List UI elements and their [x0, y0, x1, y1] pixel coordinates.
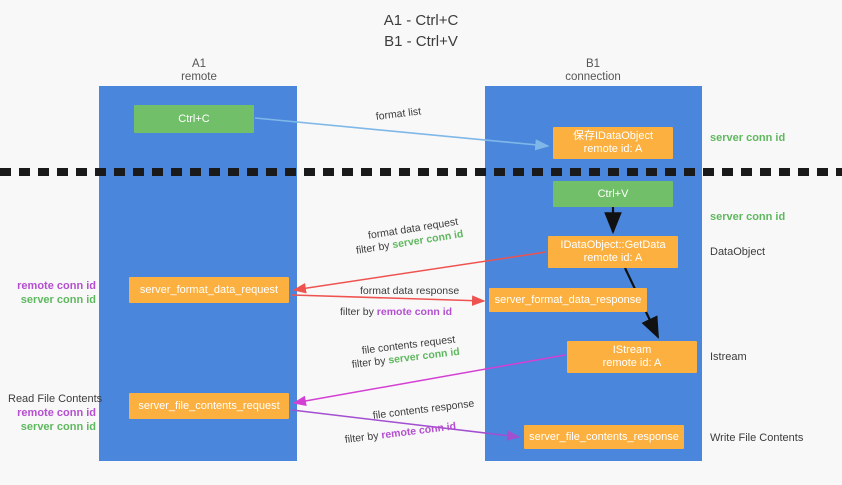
label-write-file-contents: Write File Contents [710, 432, 804, 444]
label-server-conn-id-mid: server conn id [710, 211, 786, 223]
node-ctrl-v-label: Ctrl+V [597, 187, 629, 200]
node-server-format-data-request[interactable]: server_format_data_request [129, 277, 289, 303]
node-server-format-data-response[interactable]: server_format_data_response [489, 288, 647, 312]
node-ctrl-c[interactable]: Ctrl+C [134, 105, 254, 133]
label-remote-conn-id-format: remote conn id [17, 280, 96, 292]
node-getdata-line1: IDataObject::GetData [560, 239, 666, 251]
label-remote-conn-id-file: remote conn id [17, 407, 96, 419]
node-idataobject-getdata[interactable]: IDataObject::GetData remote id: A [548, 236, 678, 268]
node-istream-line2: remote id: A [602, 357, 662, 369]
label-left-conn-ids-format: remote conn id server conn id [8, 279, 96, 307]
filter-prefix: filter by [351, 354, 390, 371]
column-header-b1-name: B1 [585, 58, 601, 70]
label-server-conn-id-format: server conn id [20, 294, 96, 306]
filter-prefix: filter by [355, 239, 394, 257]
node-server-file-contents-request[interactable]: server_file_contents_request [129, 393, 289, 419]
title-line-2: B1 - Ctrl+V [384, 33, 458, 50]
filter-value-remote-conn-id: remote conn id [376, 306, 453, 318]
label-left-read-file-block: Read File Contents remote conn id server… [8, 392, 103, 434]
node-idataobject[interactable]: 保存IDataObject remote id: A [553, 127, 673, 159]
node-idataobject-line1: 保存IDataObject [572, 130, 654, 142]
column-header-a1-name: A1 [191, 58, 207, 70]
label-server-conn-id-top: server conn id [710, 132, 786, 144]
filter-prefix: filter by [340, 306, 377, 318]
label-server-conn-id-file: server conn id [20, 421, 96, 433]
edge-label-file-contents-response-filter: filter by remote conn id [344, 419, 457, 447]
node-getdata-line2: remote id: A [583, 252, 643, 264]
node-server-file-contents-response-label: server_file_contents_response [529, 430, 679, 443]
edge-label-format-data-response: format data response [360, 285, 460, 297]
title-line-1: A1 - Ctrl+C [383, 12, 459, 29]
node-server-file-contents-response[interactable]: server_file_contents_response [524, 425, 684, 449]
node-ctrl-c-label: Ctrl+C [178, 112, 210, 125]
edge-label-format-data-response-filter: filter by remote conn id [340, 305, 452, 319]
label-read-file-contents: Read File Contents [8, 393, 103, 405]
node-server-format-data-response-label: server_format_data_response [494, 293, 642, 306]
label-dataobject: DataObject [710, 246, 766, 258]
node-istream[interactable]: IStream remote id: A [567, 341, 697, 373]
node-ctrl-v[interactable]: Ctrl+V [553, 181, 673, 207]
edge-label-format-list: format list [375, 105, 422, 123]
column-header-a1-role: remote [181, 71, 217, 83]
phase-divider [0, 168, 842, 176]
edge-label-file-contents-response: file contents response [372, 397, 475, 422]
column-header-b1-role: connection [565, 71, 621, 83]
node-server-file-contents-request-label: server_file_contents_request [138, 399, 280, 412]
column-header-b1: B1 connection [513, 58, 673, 84]
page-title: A1 - Ctrl+C B1 - Ctrl+V [0, 10, 842, 52]
node-server-format-data-request-label: server_format_data_request [139, 283, 279, 296]
filter-prefix: filter by [344, 429, 383, 446]
column-header-a1: A1 remote [119, 58, 279, 84]
filter-value-remote-conn-id: remote conn id [380, 420, 457, 442]
node-idataobject-line2: remote id: A [583, 143, 643, 155]
node-istream-line1: IStream [612, 344, 652, 356]
label-istream: Istream [710, 351, 747, 363]
